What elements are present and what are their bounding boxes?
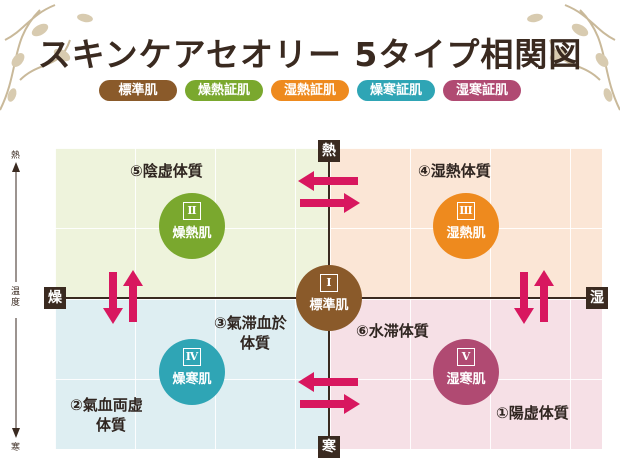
circle-standard-num: Ⅰ <box>320 274 338 292</box>
circle-standard-label: 標準肌 <box>309 298 348 313</box>
arrow-left-up <box>123 270 143 322</box>
label-water-stagnation: ⑥水滞体質 <box>356 322 429 341</box>
circle-damp-heat-num: Ⅲ <box>457 202 475 220</box>
circle-dry-cold-num: Ⅳ <box>183 348 201 366</box>
label-qi-stagnation-1: ③氣滞血於 <box>214 314 287 333</box>
circle-dry-heat-label: 燥熱肌 <box>172 226 211 241</box>
label-qi-blood-deficiency-1: ②氣血両虚 <box>70 396 143 415</box>
arrow-top-left <box>298 171 358 191</box>
circle-damp-cold-num: Ⅴ <box>457 348 475 366</box>
circle-damp-cold-label: 湿寒肌 <box>446 372 485 387</box>
circle-damp-cold-skin: Ⅴ 湿寒肌 <box>433 339 499 405</box>
label-yang-deficiency: ①陽虚体質 <box>496 404 569 423</box>
circle-standard-skin: Ⅰ 標準肌 <box>296 265 362 331</box>
label-qi-blood-deficiency-2: 体質 <box>96 416 126 435</box>
arrow-bottom-left <box>298 372 358 392</box>
circle-dry-cold-label: 燥寒肌 <box>172 372 211 387</box>
label-yin-deficiency: ⑤陰虚体質 <box>130 162 203 181</box>
circle-damp-heat-label: 湿熱肌 <box>446 226 485 241</box>
circle-damp-heat-skin: Ⅲ 湿熱肌 <box>433 193 499 259</box>
arrow-right-down <box>514 272 534 324</box>
circle-dry-heat-num: Ⅱ <box>183 202 201 220</box>
circle-dry-heat-skin: Ⅱ 燥熱肌 <box>159 193 225 259</box>
label-damp-heat: ④湿熱体質 <box>418 162 491 181</box>
arrow-left-down <box>103 272 123 324</box>
circle-dry-cold-skin: Ⅳ 燥寒肌 <box>159 339 225 405</box>
label-qi-stagnation-2: 体質 <box>240 334 270 353</box>
arrow-right-up <box>534 270 554 322</box>
arrow-top-right <box>300 193 360 213</box>
arrow-bottom-right <box>300 394 360 414</box>
